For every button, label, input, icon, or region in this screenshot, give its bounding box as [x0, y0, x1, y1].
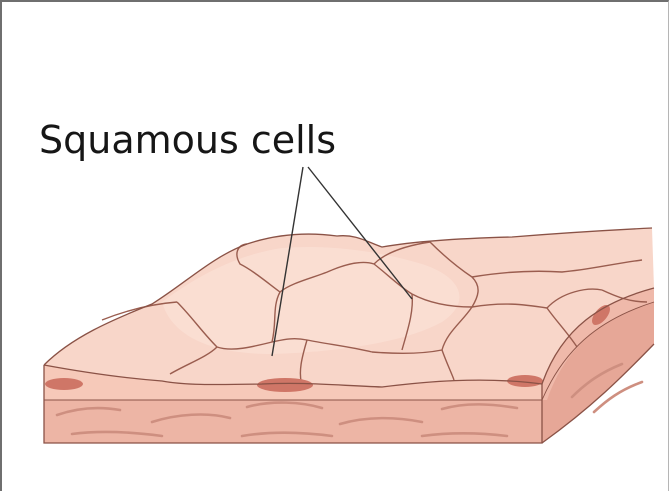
- nucleus: [45, 378, 83, 390]
- nucleus: [257, 378, 313, 392]
- squamous-cells-label: Squamous cells: [39, 118, 336, 162]
